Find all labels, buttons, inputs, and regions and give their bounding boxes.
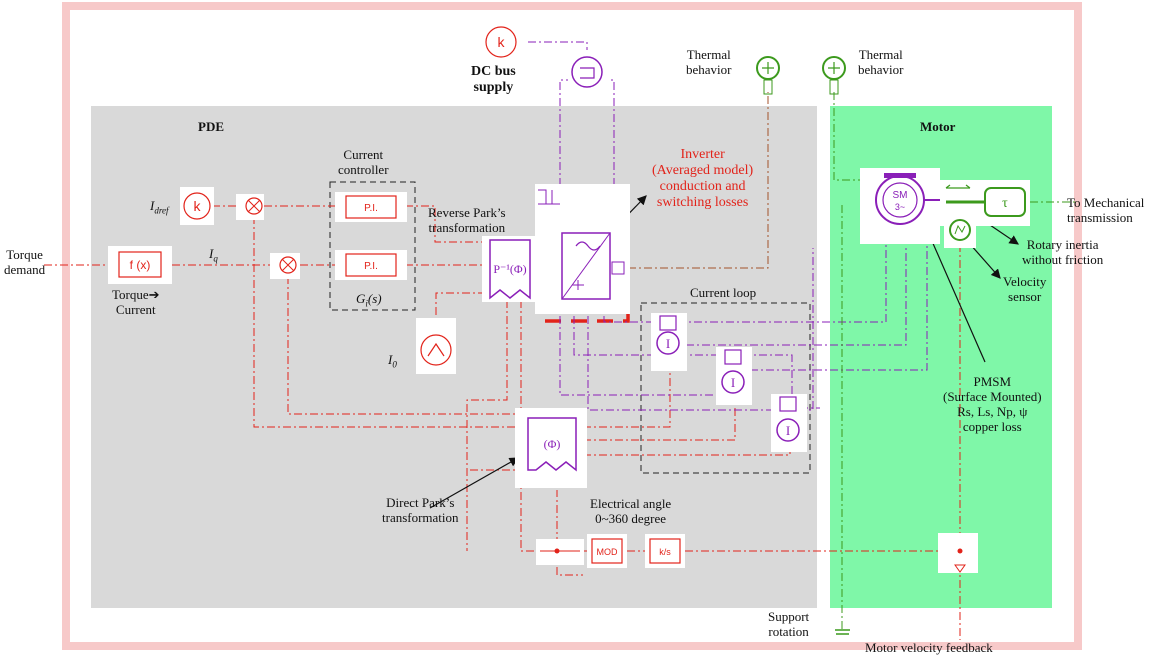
integrator-label: k/s: [659, 547, 671, 557]
summing-junction-q[interactable]: [270, 253, 300, 279]
current-loop-label: Current loop: [690, 285, 757, 300]
reverse-park-label: Reverse Park’s transformation: [428, 205, 506, 235]
i0-source[interactable]: [416, 318, 456, 374]
rotary-inertia-block[interactable]: τ: [940, 180, 1030, 226]
gi-s-label: Gi(s): [356, 291, 382, 309]
dc-bus-supply-label: DC bus supply: [471, 64, 516, 96]
current-loop-box: [640, 302, 811, 474]
velocity-sensor-block[interactable]: [944, 212, 976, 248]
sensor-label: I: [731, 375, 735, 390]
mechanical-lines: [833, 92, 1075, 630]
torque-to-current-block[interactable]: f (x): [108, 246, 172, 284]
integrator-block[interactable]: k/s: [645, 534, 685, 568]
mod-label: MOD: [597, 547, 618, 557]
support-rotation-ground: [835, 629, 850, 635]
inverter-label: Inverter (Averaged model) conduction and…: [652, 147, 754, 211]
torque-demand-label: Torque demand: [4, 247, 46, 277]
to-mechanical-label: To Mechanical transmission: [1067, 195, 1145, 225]
dc-bus-sensor[interactable]: [568, 50, 608, 96]
fx-label: f (x): [130, 258, 151, 272]
direct-park-label: Direct Park’s transformation: [382, 495, 459, 525]
velocity-junction[interactable]: [938, 533, 978, 573]
current-controller-box: [329, 181, 416, 311]
thermal-sensor-inverter[interactable]: [756, 56, 780, 95]
inverter-block[interactable]: [535, 184, 630, 314]
angle-junction[interactable]: [536, 539, 584, 565]
support-rotation-label: Support rotation: [768, 609, 810, 639]
direct-park-block[interactable]: (Φ): [515, 408, 587, 488]
pmsm-label: PMSM (Surface Mounted) Rs, Ls, Np, ψ cop…: [943, 374, 1042, 434]
idref-label: Idref: [150, 198, 169, 216]
reverse-park-block[interactable]: P⁻¹(Φ): [482, 236, 538, 302]
thermal-sensor-motor[interactable]: [822, 56, 846, 95]
pi-controller-d[interactable]: P.I.: [335, 192, 407, 222]
pde-label: PDE: [198, 119, 224, 134]
thermal-behavior-label-1: Thermal behavior: [686, 47, 732, 77]
pi-label: P.I.: [364, 203, 378, 214]
sensor-label: I: [666, 336, 670, 351]
sensor-label: I: [786, 423, 790, 438]
pi-label: P.I.: [364, 261, 378, 272]
current-sensor-c[interactable]: I: [771, 394, 807, 452]
idref-constant-source[interactable]: k: [180, 187, 214, 225]
summing-junction-d[interactable]: [236, 194, 264, 220]
current-sensor-b[interactable]: I: [716, 347, 752, 405]
rev-park-label: P⁻¹(Φ): [493, 262, 526, 276]
mod-block[interactable]: MOD: [587, 534, 627, 568]
park-label: (Φ): [544, 437, 561, 451]
svg-text:SM: SM: [893, 190, 908, 201]
k-dc-label: k: [498, 34, 506, 50]
k-label: k: [194, 198, 202, 214]
thermal-line-inverter: [628, 92, 769, 269]
velocity-sensor-label: Velocity sensor: [1003, 274, 1047, 304]
tau-label: τ: [1002, 196, 1008, 211]
motor-velocity-feedback-label: Motor velocity feedback: [865, 640, 993, 655]
svg-text:3~: 3~: [895, 202, 905, 212]
torque-current-label: Torque➔ Current: [112, 287, 160, 317]
thermal-behavior-label-2: Thermal behavior: [858, 47, 904, 77]
dc-supply-source[interactable]: k: [485, 26, 517, 58]
current-controller-label: Current controller: [338, 147, 389, 177]
current-sensor-a[interactable]: I: [651, 313, 687, 371]
electrical-angle-label: Electrical angle 0~360 degree: [590, 496, 672, 526]
pmsm-motor-block[interactable]: SM 3~: [860, 168, 946, 244]
i0-label: I0: [388, 352, 397, 370]
iq-label: Iq: [209, 246, 218, 264]
pi-controller-q[interactable]: P.I.: [335, 250, 407, 280]
rotary-inertia-label: Rotary inertia without friction: [1022, 237, 1104, 267]
motor-label: Motor: [920, 119, 956, 134]
